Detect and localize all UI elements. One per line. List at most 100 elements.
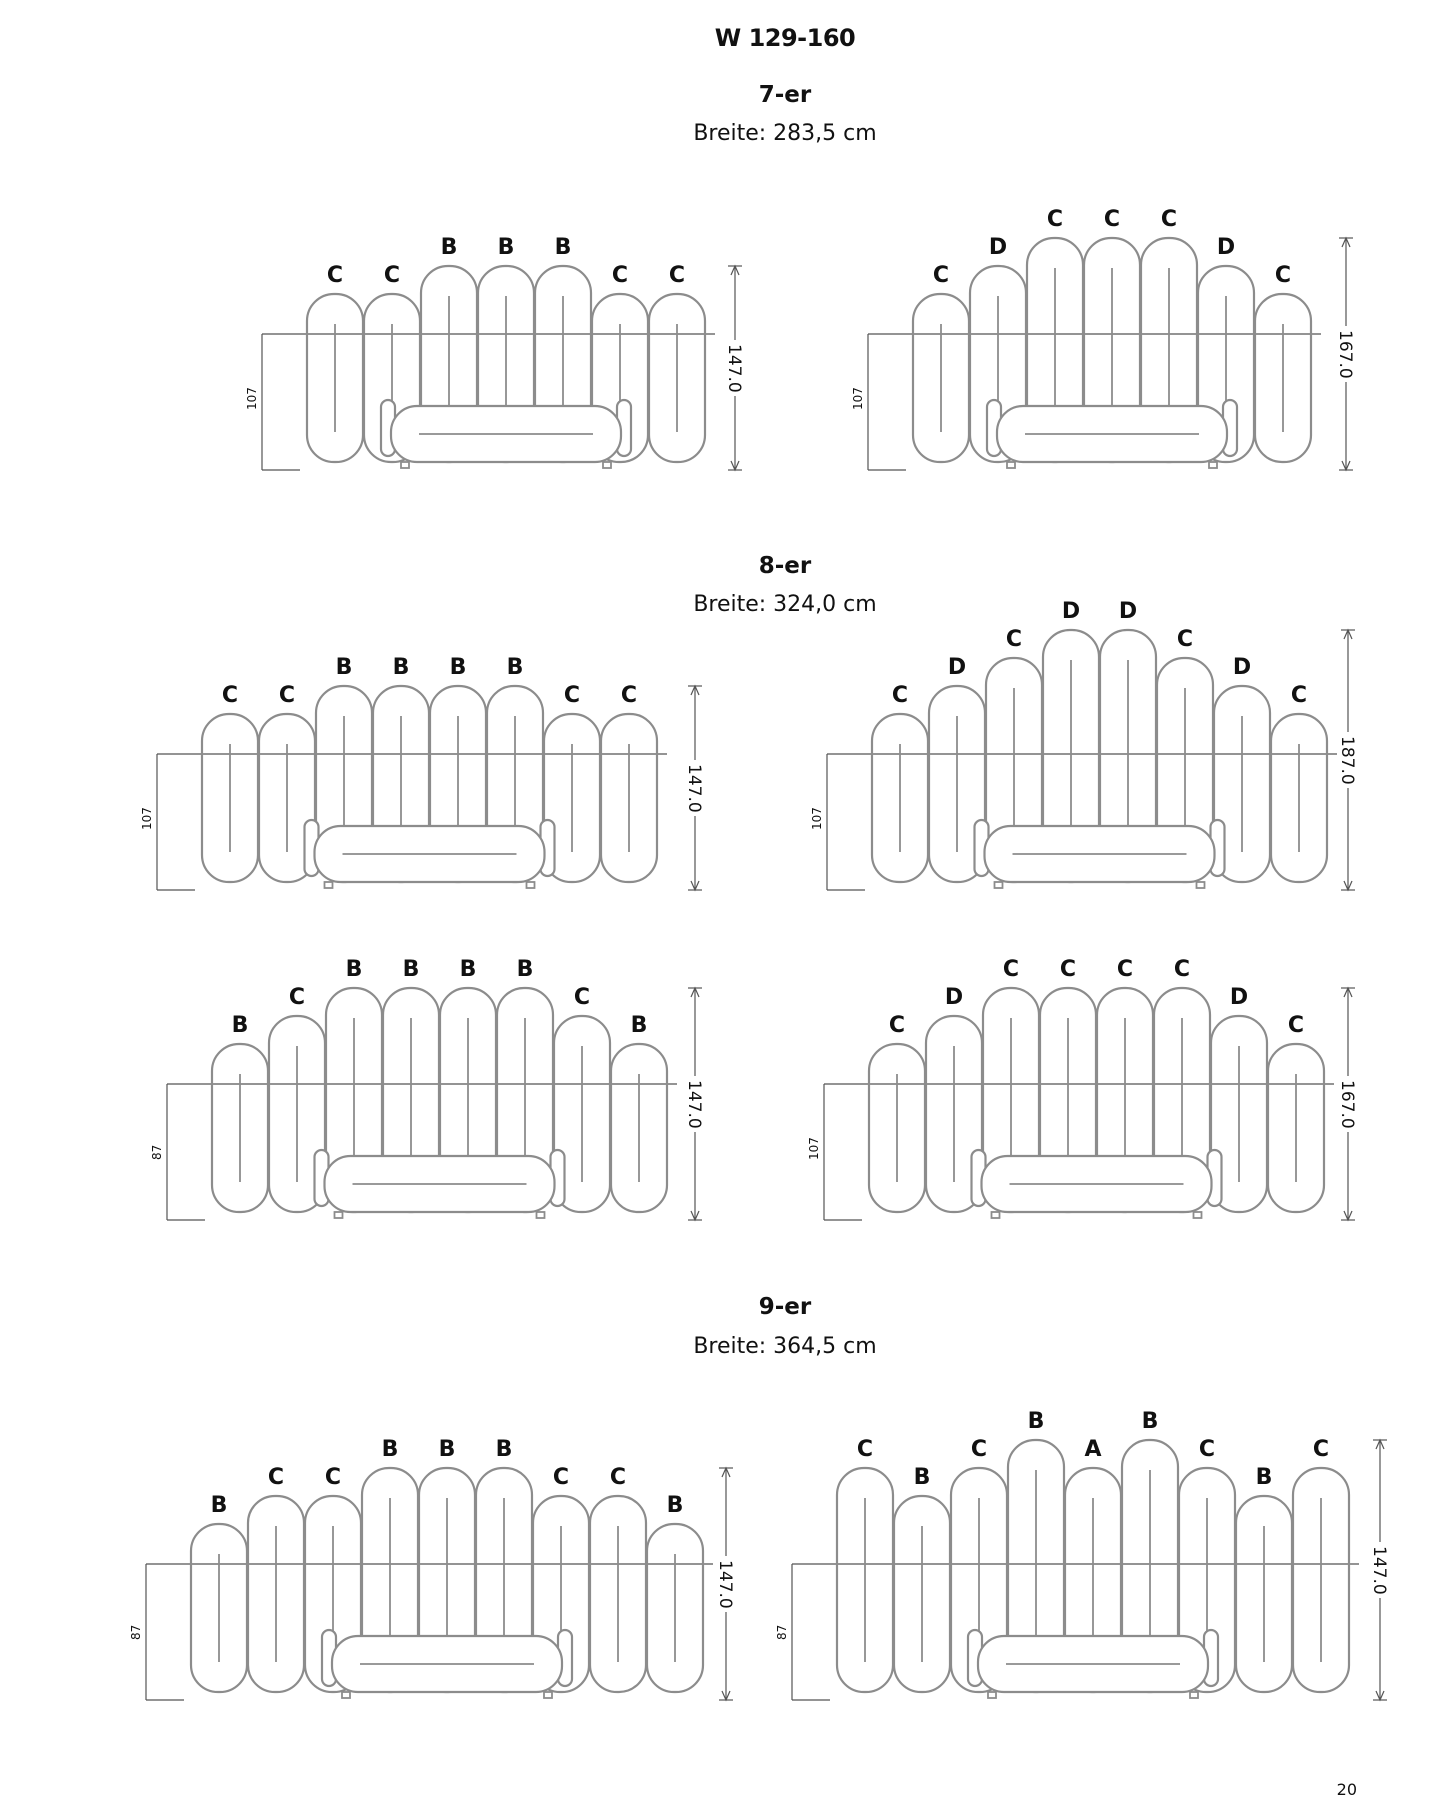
seat-foot-right (535, 1211, 546, 1219)
cushion-label: C (279, 683, 295, 708)
seat-foot-right (602, 461, 612, 469)
height-arrow-bottom (1343, 1210, 1353, 1222)
seat-foot-right (1208, 461, 1218, 469)
cushion-label: C (289, 985, 305, 1010)
cushion-label: B (507, 655, 524, 680)
cushion-label: C (564, 683, 580, 708)
cushion-label: C (612, 263, 628, 288)
cushion-label: D (945, 985, 963, 1010)
height-arrow-bottom (730, 460, 740, 472)
height-arrow-top (1343, 628, 1353, 640)
cushion-label: C (222, 683, 238, 708)
seat-height-label: 107 (807, 1137, 821, 1160)
cushion-label: B (211, 1493, 228, 1518)
seat-height-label: 87 (150, 1145, 164, 1160)
height-arrow-bottom (690, 1210, 700, 1222)
seat-height-label: 87 (129, 1625, 143, 1640)
height-arrow-bottom (721, 1690, 731, 1702)
seat-foot-left (1006, 461, 1016, 469)
height-label-bg (1370, 1542, 1390, 1598)
height-label-bg (725, 340, 745, 396)
height-label-bg (1336, 326, 1356, 382)
cushion-label: B (914, 1465, 931, 1490)
seat-foot-left (990, 1211, 1001, 1219)
cushion-label: B (441, 235, 458, 260)
cushion-label: C (669, 263, 685, 288)
cushion-8 (1266, 1042, 1326, 1214)
height-arrow-bottom (1375, 1690, 1385, 1702)
cushion-label: B (1256, 1465, 1273, 1490)
cushion-label: C (1291, 683, 1307, 708)
cushion-label: D (1119, 599, 1137, 624)
cushion-label: C (933, 263, 949, 288)
cushion-label: C (610, 1465, 626, 1490)
cushion-label: C (857, 1437, 873, 1462)
cushion-label: C (1288, 1013, 1304, 1038)
cushion-9 (645, 1522, 705, 1694)
cushion-8 (599, 712, 659, 884)
cushion-label: C (1161, 207, 1177, 232)
cushion-label: C (1117, 957, 1133, 982)
height-label: 187.0 (1337, 736, 1357, 785)
cushion-label: B (450, 655, 467, 680)
seat-height-label: 87 (775, 1625, 789, 1640)
cushion-label: C (553, 1465, 569, 1490)
cushion-label: C (1003, 957, 1019, 982)
seat-foot-left (400, 461, 410, 469)
cushion-label: B (496, 1437, 513, 1462)
height-label: 167.0 (1337, 1080, 1357, 1129)
section-width-7er: Breite: 283,5 cm (693, 121, 877, 146)
section-width-9er: Breite: 364,5 cm (693, 1334, 877, 1359)
cushion-7 (647, 292, 707, 464)
height-arrow-bottom (1341, 460, 1351, 472)
seat-height-label: 107 (851, 387, 865, 410)
seat-height-label: 107 (140, 807, 154, 830)
cushion-label: C (1047, 207, 1063, 232)
cushion-label: B (631, 1013, 648, 1038)
cushion-8 (1269, 712, 1329, 884)
section-title-8er: 8-er (758, 553, 812, 579)
cushion-label: B (403, 957, 420, 982)
height-arrow-top (730, 264, 740, 276)
cushion-label: B (1028, 1409, 1045, 1434)
height-label: 147.0 (724, 344, 744, 393)
cushion-label: C (1275, 263, 1291, 288)
cushion-label: B (667, 1493, 684, 1518)
seat-foot-right (1189, 1691, 1199, 1699)
cushion-label: B (439, 1437, 456, 1462)
cushion-label: D (1230, 985, 1248, 1010)
cushion-label: B (336, 655, 353, 680)
cushion-label: C (971, 1437, 987, 1462)
cushion-label: C (574, 985, 590, 1010)
height-arrow-top (1375, 1438, 1385, 1450)
cushion-label: C (1104, 207, 1120, 232)
cushion-label: C (621, 683, 637, 708)
cushion-label: D (989, 235, 1007, 260)
cushion-label: D (1233, 655, 1251, 680)
cushion-label: B (1142, 1409, 1159, 1434)
height-arrow-top (690, 986, 700, 998)
cushion-label: C (1313, 1437, 1329, 1462)
height-arrow-top (721, 1466, 731, 1478)
cushion-label: D (1062, 599, 1080, 624)
cushion-label: C (268, 1465, 284, 1490)
seat-foot-left (323, 881, 334, 889)
height-arrow-bottom (690, 880, 700, 892)
seat-foot-right (543, 1691, 553, 1699)
height-label-bg (1338, 1076, 1358, 1132)
cushion-7 (1253, 292, 1313, 464)
seat-foot-right (1195, 881, 1206, 889)
cushion-label: B (555, 235, 572, 260)
cushion-label: C (1174, 957, 1190, 982)
page-heading: W 129-160 (714, 24, 856, 52)
seat-foot-left (993, 881, 1004, 889)
cushion-label: D (948, 655, 966, 680)
seat-foot-left (341, 1691, 351, 1699)
cushion-8 (609, 1042, 669, 1214)
seat-foot-left (333, 1211, 344, 1219)
seat-height-label: 107 (245, 387, 259, 410)
cushion-label: C (1006, 627, 1022, 652)
cushion-label: B (460, 957, 477, 982)
